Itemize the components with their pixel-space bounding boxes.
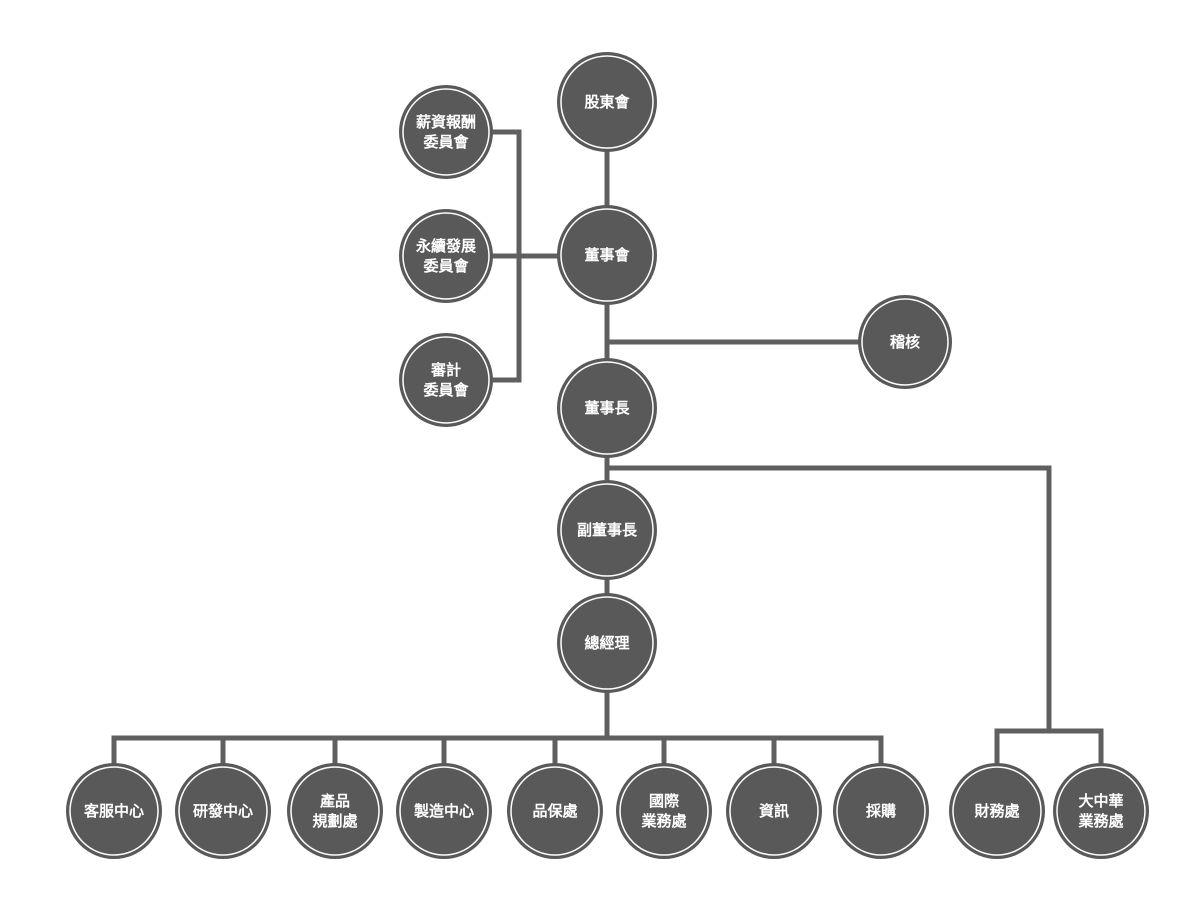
node-circle [616,763,712,859]
node-ring [1056,766,1146,856]
node-vicechair: 副董事長 [557,480,657,580]
node-label: 業務處 [640,812,687,830]
node-circle [507,763,603,859]
node-ring [510,766,600,856]
node-label: 財務處 [973,802,1020,820]
node-ring [402,88,490,176]
node-ring [836,766,926,856]
node-gm: 總經理 [557,593,657,693]
node-circle [1053,763,1149,859]
node-ring [560,208,654,302]
node-label: 產品 [319,792,350,810]
node-finance: 財務處 [949,763,1045,859]
node-ring [952,766,1042,856]
node-circle [175,763,271,859]
node-ring [69,766,159,856]
node-label: 業務處 [1077,812,1124,830]
node-label: 委員會 [423,133,469,151]
node-label: 資訊 [759,802,789,820]
node-label: 製造中心 [413,802,474,820]
node-board: 董事會 [557,205,657,305]
node-circle [833,763,929,859]
node-label: 規劃處 [312,812,358,830]
node-circle [399,333,493,427]
node-circle [557,358,657,458]
node-label: 委員會 [423,257,469,275]
node-rd: 研發中心 [175,763,271,859]
node-ring [729,766,819,856]
node-circle [396,763,492,859]
node-it: 資訊 [726,763,822,859]
node-qa: 品保處 [507,763,603,859]
node-shareholders: 股東會 [557,52,657,152]
node-ring [402,336,490,424]
node-label: 國際 [649,792,680,810]
connector-chairman-finance [604,465,1052,734]
node-ring [560,361,654,455]
node-label: 稽核 [890,333,920,351]
node-circle [858,295,952,389]
node-label: 品保處 [532,802,578,820]
node-label: 委員會 [423,381,469,399]
node-circle [557,205,657,305]
node-label: 副董事長 [577,521,638,539]
node-ring [560,483,654,577]
node-ring [402,212,490,300]
node-label: 研發中心 [193,802,253,820]
org-nodes: 股東會薪資報酬委員會永續發展委員會董事會審計委員會稽核董事長副董事長總經理客服中… [66,52,1149,859]
node-ring [178,766,268,856]
node-ring [560,596,654,690]
node-circle [399,209,493,303]
node-circle [557,52,657,152]
node-circle [66,763,162,859]
node-label: 董事會 [584,246,630,264]
node-label: 採購 [866,802,896,820]
node-circle [949,763,1045,859]
node-label: 股東會 [584,93,630,111]
node-circle [557,480,657,580]
node-ring [619,766,709,856]
node-circle [557,593,657,693]
node-ring [399,766,489,856]
node-label: 大中華 [1078,792,1123,810]
node-internal_audit: 稽核 [858,295,952,389]
node-ring [290,766,380,856]
node-cs: 客服中心 [66,763,162,859]
node-ring [560,55,654,149]
node-label: 薪資報酬 [416,113,476,131]
node-label: 總經理 [584,634,629,652]
node-label: 永續發展 [415,237,476,255]
node-label: 董事長 [584,399,630,417]
node-chairman: 董事長 [557,358,657,458]
node-ring [861,298,949,386]
node-circle [726,763,822,859]
node-label: 客服中心 [83,802,144,820]
node-circle [287,763,383,859]
node-purchase: 採購 [833,763,929,859]
node-mfg: 製造中心 [396,763,492,859]
node-label: 審計 [430,361,461,379]
node-circle [399,85,493,179]
